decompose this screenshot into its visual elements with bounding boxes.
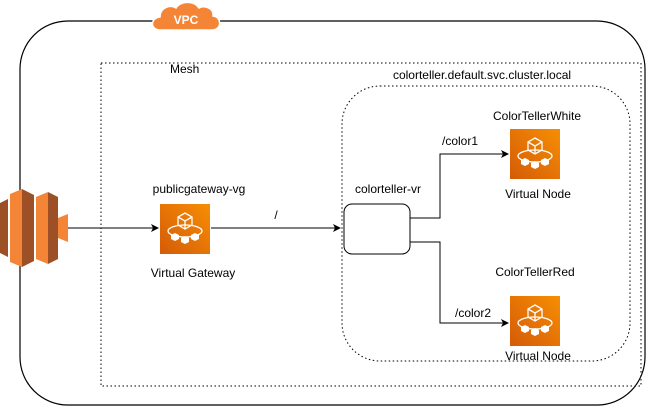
- cloud-icon: [151, 1, 221, 31]
- cluster-label: colorteller.default.svc.cluster.local: [393, 68, 571, 82]
- elastic-load-balancing-icon: [0, 189, 68, 267]
- route-label-color2: /color2: [455, 306, 491, 320]
- gateway-type: Virtual Gateway: [151, 266, 236, 280]
- node-red-name: ColorTellerRed: [495, 265, 574, 279]
- route-label-root: /: [274, 208, 278, 222]
- gateway-name: publicgateway-vg: [153, 182, 246, 196]
- virtual-node-red-icon: [510, 296, 560, 346]
- virtual-node-white-icon: [510, 129, 560, 179]
- router-name: colorteller-vr: [355, 182, 421, 196]
- mesh-boundary: [100, 62, 642, 387]
- router-to-red-arrow: [410, 241, 509, 327]
- mesh-label: Mesh: [170, 62, 199, 76]
- cluster-boundary: [341, 85, 631, 362]
- router-to-white-arrow: [410, 150, 509, 219]
- route-label-color1: /color1: [442, 134, 478, 148]
- virtual-gateway-icon: [160, 204, 210, 254]
- node-white-name: ColorTellerWhite: [493, 109, 581, 123]
- node-white-type: Virtual Node: [505, 187, 571, 201]
- vpc-label: VPC: [174, 13, 199, 27]
- node-red-type: Virtual Node: [505, 349, 571, 363]
- virtual-router-box: [343, 203, 411, 255]
